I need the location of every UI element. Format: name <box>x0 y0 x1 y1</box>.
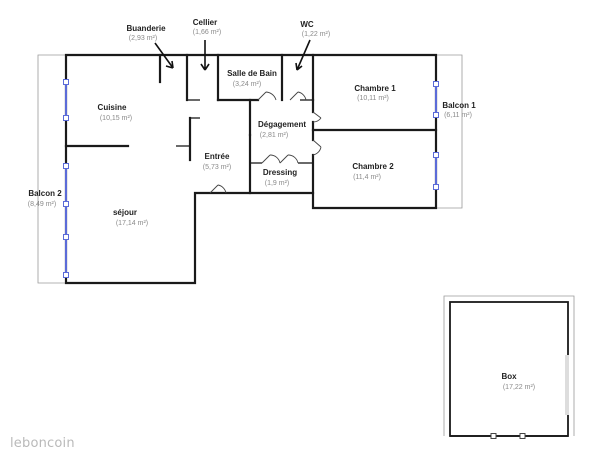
label-sejour: séjour <box>113 208 137 217</box>
area-degagement: (2,81 m²) <box>260 132 288 139</box>
balcon-2-outline <box>37 54 66 284</box>
room-labels: Buanderie (2,93 m²) Cellier (1,66 m²) WC… <box>28 18 535 391</box>
area-entree: (5,73 m²) <box>203 164 231 171</box>
area-buanderie: (2,93 m²) <box>129 35 157 42</box>
area-salle-de-bain: (3,24 m²) <box>233 81 261 88</box>
balcon-1-outline <box>436 54 463 209</box>
label-wc: WC <box>300 20 314 29</box>
label-cellier: Cellier <box>193 18 217 27</box>
balcony-outlines <box>37 54 463 284</box>
area-chambre-1: (10,11 m²) <box>357 95 389 102</box>
label-salle-de-bain: Salle de Bain <box>227 69 277 78</box>
area-sejour: (17,14 m²) <box>116 220 148 227</box>
door-chambre-2 <box>312 139 322 156</box>
area-chambre-2: (11,4 m²) <box>353 174 381 181</box>
label-cuisine: Cuisine <box>98 103 127 112</box>
label-chambre-2: Chambre 2 <box>352 162 394 171</box>
label-entree: Entrée <box>205 152 230 161</box>
area-cellier: (1,66 m²) <box>193 29 221 36</box>
area-balcon-1: (6,11 m²) <box>444 112 472 119</box>
label-dressing: Dressing <box>263 168 297 177</box>
label-buanderie: Buanderie <box>126 24 166 33</box>
box-outline <box>443 295 575 439</box>
arrow-down-icon <box>154 39 311 71</box>
label-balcon-1: Balcon 1 <box>442 101 476 110</box>
door-wc <box>289 91 307 101</box>
watermark: leboncoin <box>10 436 75 451</box>
label-balcon-2: Balcon 2 <box>28 189 62 198</box>
area-balcon-2: (8,49 m²) <box>28 201 56 208</box>
label-chambre-1: Chambre 1 <box>354 84 396 93</box>
doors <box>209 91 322 194</box>
area-dressing: (1,9 m²) <box>265 180 290 187</box>
label-box: Box <box>501 372 517 381</box>
area-cuisine: (10,15 m²) <box>100 115 132 122</box>
area-box: (17,22 m²) <box>503 384 535 391</box>
door-entree <box>209 184 227 194</box>
door-chambre-1 <box>312 111 322 123</box>
area-wc: (1,22 m²) <box>302 31 330 38</box>
door-salle-de-bain <box>257 91 277 101</box>
door-dressing <box>261 154 299 164</box>
windows <box>63 79 439 278</box>
label-degagement: Dégagement <box>258 120 306 129</box>
